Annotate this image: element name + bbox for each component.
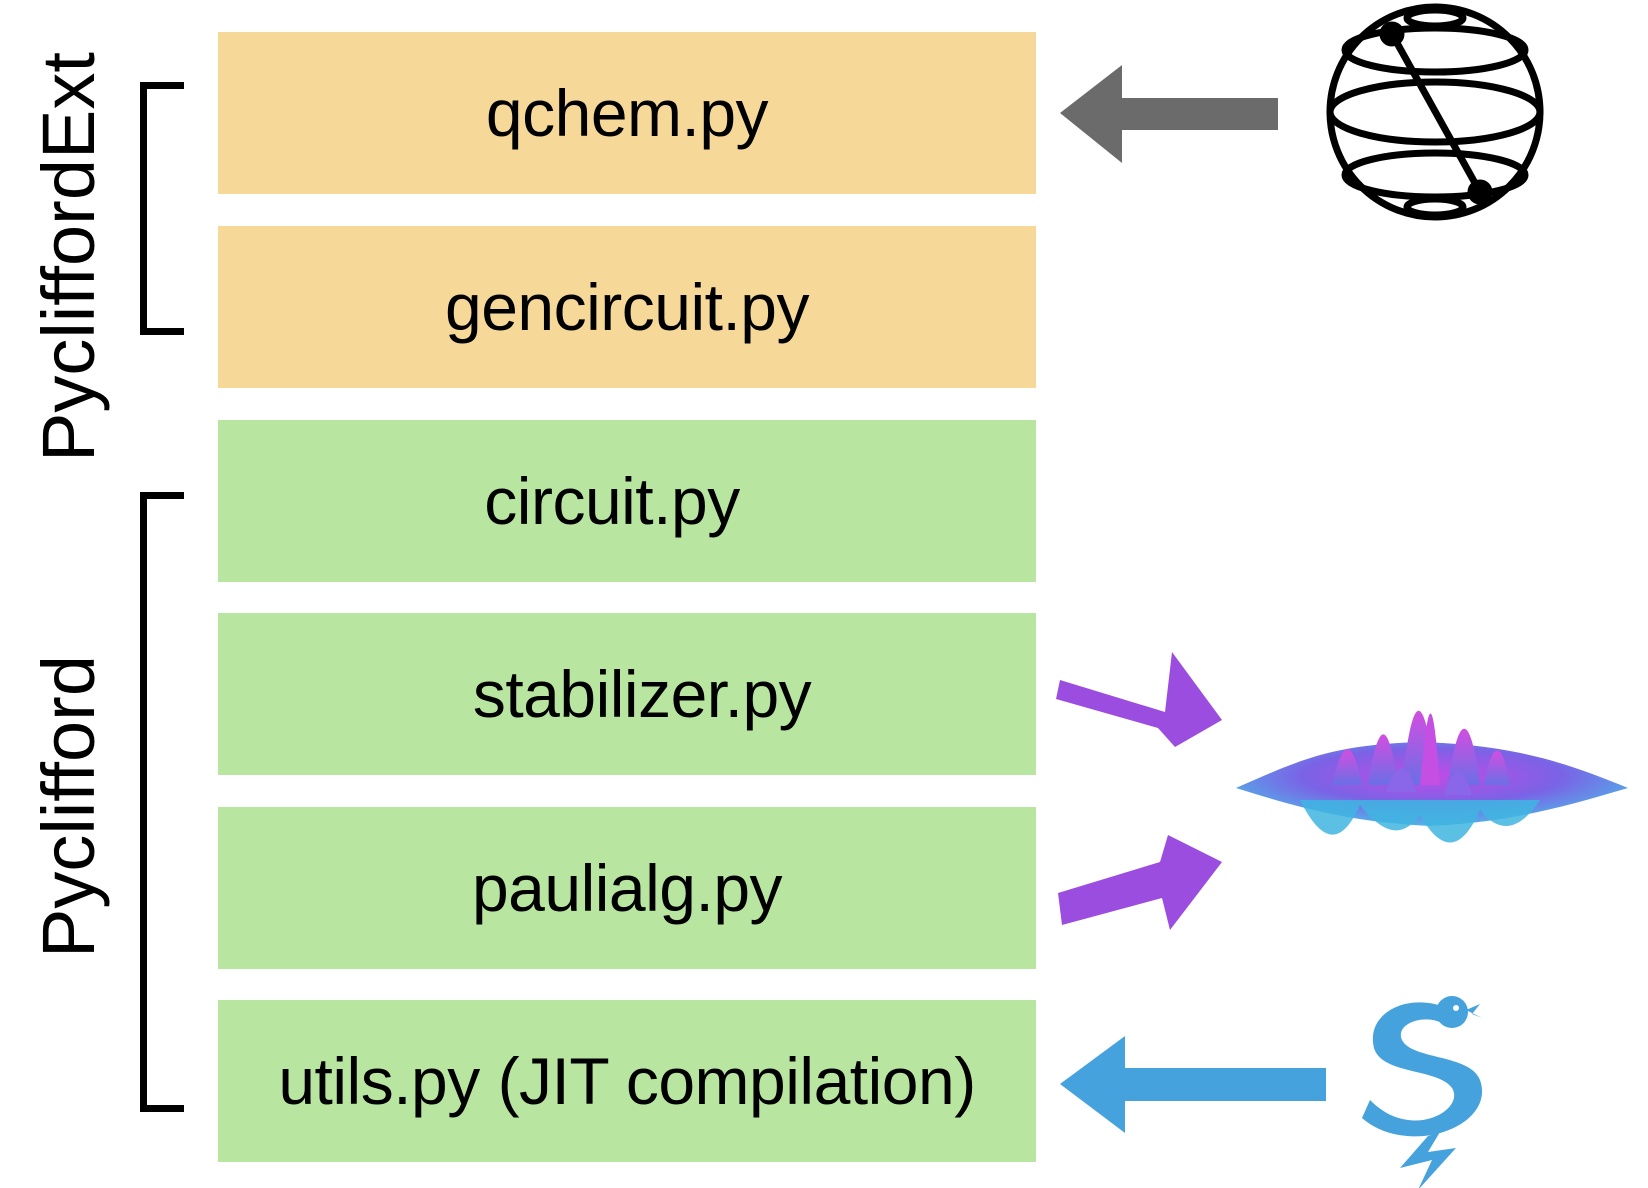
module-circuit: circuit.py [218, 420, 1036, 582]
module-qchem: qchem.py [218, 32, 1036, 194]
purple-arrow-upper-icon [1056, 652, 1222, 747]
module-label: paulialg.py [471, 851, 783, 925]
module-label: qchem.py [485, 76, 769, 150]
module-label: circuit.py [484, 464, 740, 538]
numba-snake-icon [1362, 996, 1483, 1188]
module-label: gencircuit.py [444, 270, 810, 344]
module-paulialg: paulialg.py [218, 807, 1036, 969]
gray-arrow-icon [1060, 65, 1278, 163]
pyclifford-bracket [140, 492, 184, 1112]
module-gencircuit: gencircuit.py [218, 226, 1036, 388]
bloch-sphere-icon [1326, 3, 1544, 221]
module-stabilizer: stabilizer.py [218, 613, 1036, 775]
blue-arrow-icon [1060, 1036, 1326, 1133]
purple-arrow-lower-icon [1058, 835, 1222, 930]
pycliffordext-bracket [140, 82, 184, 335]
wavefunction-surface-icon [1236, 710, 1628, 843]
module-label: stabilizer.py [472, 657, 812, 731]
module-label: utils.py (JIT compilation) [278, 1044, 976, 1118]
module-utils: utils.py (JIT compilation) [218, 1000, 1036, 1162]
